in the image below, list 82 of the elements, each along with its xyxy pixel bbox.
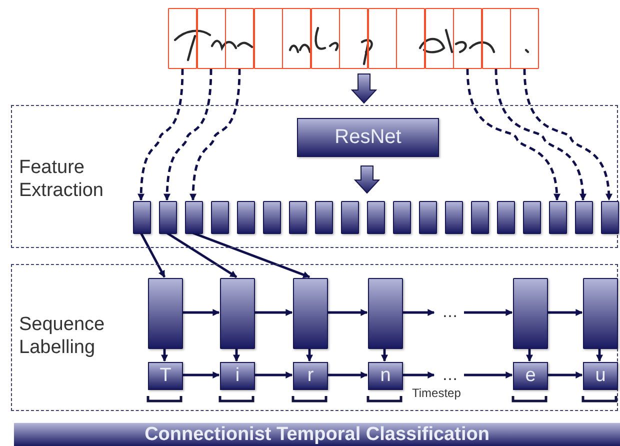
feature-block: [289, 201, 307, 234]
arrow: [381, 348, 388, 362]
arrow: [182, 372, 220, 378]
arrow: [138, 68, 184, 201]
arrow: [306, 348, 313, 362]
arrow: [402, 309, 435, 316]
rnn-cell: [368, 278, 403, 349]
dashed-panel: [11, 105, 618, 248]
arrow: [494, 68, 586, 201]
arrow: [526, 348, 533, 362]
output-box: r: [293, 362, 328, 390]
arrow: [464, 372, 513, 378]
output-box: e: [513, 362, 548, 390]
arrow: [164, 68, 212, 201]
rnn-cell: [148, 278, 183, 349]
crop-frame: [282, 8, 311, 69]
crop-frame: [424, 8, 454, 69]
feature-block: [445, 201, 463, 234]
feature-block: [393, 201, 411, 234]
feature-block: [471, 201, 489, 234]
arrow: [192, 232, 310, 278]
rnn-cell: [513, 278, 548, 349]
feature-block: [133, 201, 151, 234]
crop-frame: [196, 8, 226, 69]
arrow: [402, 372, 435, 378]
crop-frame: [396, 8, 425, 69]
output-box: n: [368, 362, 403, 390]
arrow: [161, 348, 168, 362]
arrow: [182, 309, 220, 316]
arrow: [327, 309, 368, 316]
rnn-cell: [220, 278, 255, 349]
panel-label: Feature Extraction: [19, 156, 104, 202]
dashed-panel: [11, 264, 618, 411]
panel-label: Sequence Labelling: [19, 313, 106, 360]
feature-block: [497, 201, 515, 234]
feature-block: [211, 201, 229, 234]
banner-bar: Connectionist Temporal Classification: [14, 423, 620, 446]
arrow: [233, 348, 240, 362]
crop-frame: [225, 8, 254, 69]
feature-block: [367, 201, 385, 234]
arrow: [140, 232, 166, 278]
feature-block: [185, 201, 203, 234]
axis-note: Timestep: [412, 386, 461, 400]
feature-block: [419, 201, 437, 234]
ellipsis: …: [435, 303, 465, 323]
output-box: i: [220, 362, 255, 390]
feature-block: [159, 201, 177, 234]
rnn-cell: [293, 278, 328, 349]
arrow: [547, 309, 583, 316]
block-arrow: [354, 166, 380, 194]
output-box: T: [148, 362, 183, 390]
output-box: u: [583, 362, 618, 390]
process-box: ResNet: [297, 118, 439, 157]
crop-frame: [510, 8, 539, 69]
arrow: [596, 348, 603, 362]
feature-block: [575, 201, 593, 234]
feature-block: [341, 201, 359, 234]
crop-frame: [168, 8, 197, 69]
feature-block: [263, 201, 281, 234]
crop-frame: [339, 8, 368, 69]
arrow: [166, 232, 238, 278]
arrow: [523, 68, 612, 201]
crop-frame: [254, 8, 282, 69]
crop-frame: [368, 8, 396, 69]
feature-block: [523, 201, 541, 234]
crop-frame: [453, 8, 482, 69]
ellipsis: …: [435, 366, 465, 386]
crop-frame: [310, 8, 340, 69]
feature-block: [237, 201, 255, 234]
arrow: [190, 68, 241, 201]
arrow: [466, 68, 560, 201]
arrow: [327, 372, 368, 378]
arrow: [547, 372, 583, 378]
crop-frame: [482, 8, 510, 69]
arrow: [254, 372, 293, 378]
block-arrow: [350, 74, 378, 104]
arrow: [464, 309, 513, 316]
feature-block: [601, 201, 619, 234]
feature-block: [549, 201, 567, 234]
rnn-cell: [583, 278, 618, 349]
arrow: [254, 309, 293, 316]
feature-block: [315, 201, 333, 234]
